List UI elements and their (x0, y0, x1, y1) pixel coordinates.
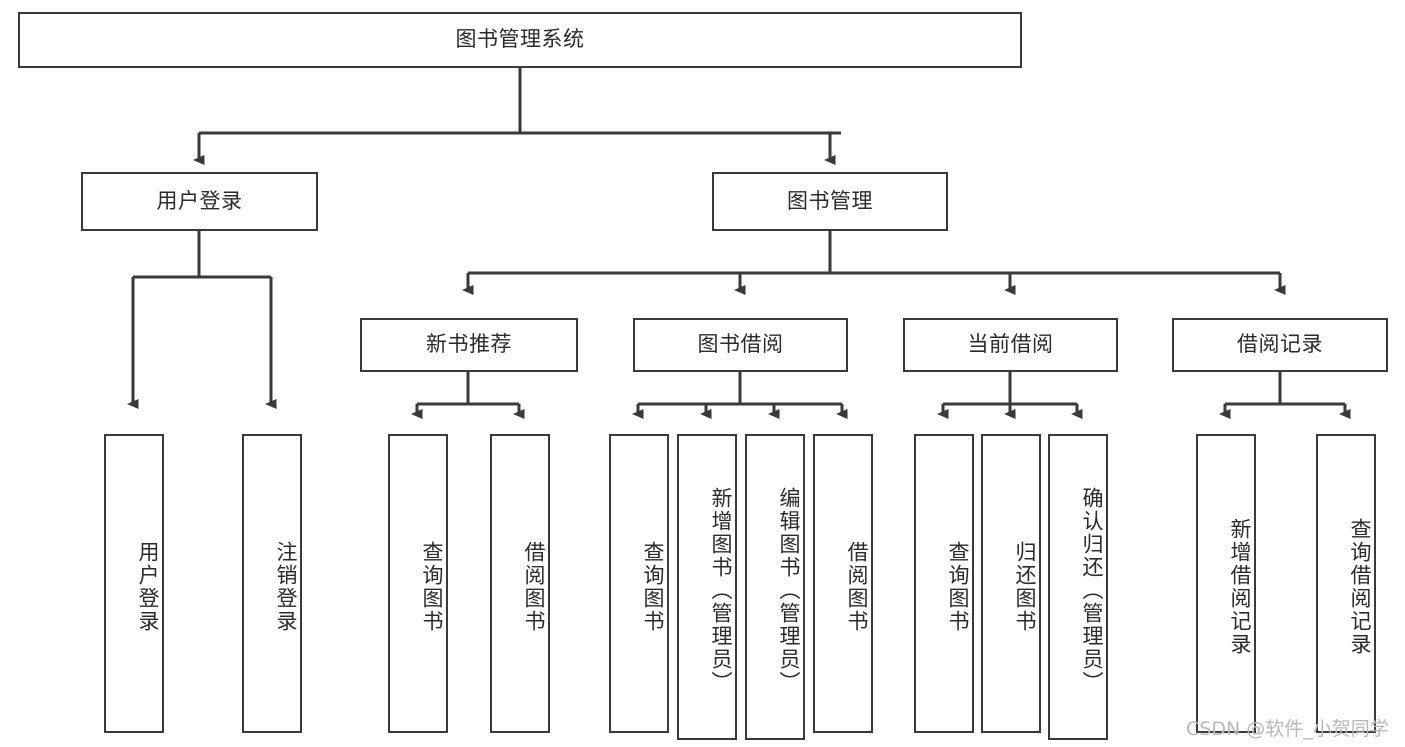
node-leaf-query-record[interactable]: 查询借阅记录 (1316, 434, 1376, 733)
node-leaf-add-book[interactable]: 新增图书（管理员） (677, 434, 737, 740)
node-new-book-rec[interactable]: 新书推荐 (360, 318, 578, 372)
node-leaf-query-book-1[interactable]: 查询图书 (388, 434, 448, 733)
node-leaf-query-book-2[interactable]: 查询图书 (609, 434, 669, 733)
node-borrow-record[interactable]: 借阅记录 (1172, 318, 1388, 372)
node-root[interactable]: 图书管理系统 (18, 12, 1022, 68)
node-current-borrow[interactable]: 当前借阅 (903, 318, 1118, 372)
node-leaf-confirm-return[interactable]: 确认归还（管理员） (1048, 434, 1108, 740)
node-user-login[interactable]: 用户登录 (81, 172, 318, 231)
node-leaf-user-login[interactable]: 用户登录 (104, 434, 164, 733)
node-book-manage[interactable]: 图书管理 (712, 172, 948, 231)
csdn-watermark: CSDN @软件_小贺同学 (1186, 718, 1389, 740)
node-leaf-borrow-book-2[interactable]: 借阅图书 (813, 434, 873, 733)
node-leaf-add-record[interactable]: 新增借阅记录 (1196, 434, 1256, 733)
node-leaf-user-logout[interactable]: 注销登录 (242, 434, 302, 733)
node-leaf-borrow-book-1[interactable]: 借阅图书 (490, 434, 550, 733)
node-leaf-return-book[interactable]: 归还图书 (981, 434, 1041, 733)
node-leaf-edit-book[interactable]: 编辑图书（管理员） (745, 434, 805, 740)
node-leaf-query-book-3[interactable]: 查询图书 (914, 434, 974, 733)
node-book-borrow[interactable]: 图书借阅 (633, 318, 848, 372)
